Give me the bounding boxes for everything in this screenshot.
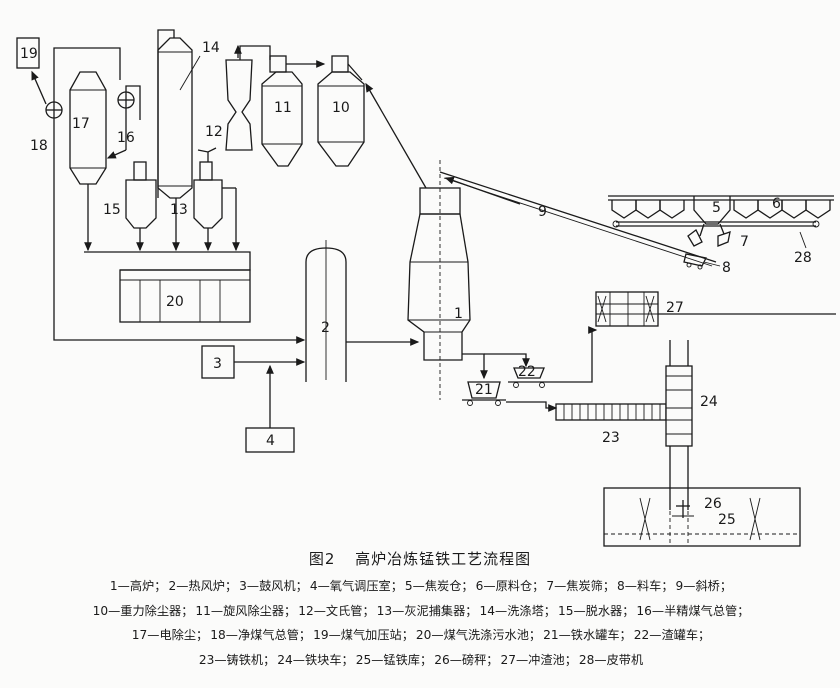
legend-item: 21—铁水罐车； <box>543 628 632 642</box>
coke-bin: 5 <box>693 196 731 225</box>
legend-item: 9—斜桥； <box>675 579 733 593</box>
legend: 1—高炉；2—热风炉；3—鼓风机；4—氧气调压室；5—焦炭仓；6—原料仓；7—焦… <box>6 574 836 672</box>
label-7: 7 <box>740 234 749 250</box>
label-23: 23 <box>602 430 620 446</box>
raw-material-bins: 6 <box>608 195 834 219</box>
gas-booster-station: 19 <box>16 37 40 69</box>
label-26: 26 <box>704 496 722 512</box>
pig-iron-car: 24 <box>665 340 718 510</box>
oxygen-regulating-room: 4 <box>245 427 295 453</box>
coke-screen: 7 <box>687 229 749 250</box>
label-4: 4 <box>266 433 275 449</box>
legend-item: 25—锰铁库； <box>355 652 433 667</box>
legend-item: 20—煤气洗涤污水池； <box>415 628 542 642</box>
label-14: 14 <box>202 40 220 56</box>
legend-item: 28—皮带机 <box>578 652 644 667</box>
label-6: 6 <box>772 196 781 212</box>
legend-item: 27—冲渣池； <box>500 652 577 667</box>
label-13: 13 <box>170 202 188 218</box>
label-12: 12 <box>205 124 223 140</box>
label-27: 27 <box>666 300 684 316</box>
legend-item: 19—煤气加压站； <box>313 628 414 642</box>
hot-metal-ladle-car: 21 <box>462 381 506 406</box>
inclined-bridge: 9 <box>439 171 717 267</box>
label-24: 24 <box>700 394 718 410</box>
slag-granulation-pool: 27 <box>595 291 836 327</box>
legend-item: 24—铁块车； <box>277 652 354 667</box>
legend-item: 11—旋风除尘器； <box>195 603 297 618</box>
label-3: 3 <box>213 356 222 372</box>
legend-item: 22—渣罐车； <box>633 628 711 642</box>
slag-pot-car: 22 <box>508 364 550 388</box>
legend-item: 26—磅秤； <box>434 652 499 667</box>
legend-line: 23—铸铁机；24—铁块车；25—锰铁库；26—磅秤；27—冲渣池；28—皮带机 <box>6 648 836 673</box>
legend-item: 17—电除尘； <box>131 628 209 642</box>
venturi-tube: 12 <box>205 59 253 151</box>
sludge-catcher: 13 <box>170 161 223 229</box>
label-5: 5 <box>712 200 721 216</box>
legend-item: 4—氧气调压室； <box>309 579 403 593</box>
legend-item: 15—脱水器； <box>557 603 635 618</box>
legend-item: 16—半精煤气总管； <box>636 603 750 618</box>
cyclone-dust-collector: 11 <box>261 55 303 167</box>
figure-number: 图2 <box>308 550 336 568</box>
pig-casting-machine: 23 <box>555 403 667 446</box>
figure-title: 高炉冶炼锰铁工艺流程图 <box>355 550 532 568</box>
legend-item: 12—文氏管； <box>298 603 375 618</box>
legend-line: 17—电除尘；18—净煤气总管；19—煤气加压站；20—煤气洗涤污水池；21—铁… <box>6 623 836 648</box>
label-28: 28 <box>794 250 812 266</box>
wastewater-pool: 20 <box>119 269 251 323</box>
legend-item: 1—高炉； <box>109 579 167 593</box>
legend-item: 8—料车； <box>617 579 674 593</box>
legend-item: 23—铸铁机； <box>198 652 276 667</box>
legend-item: 3—鼓风机； <box>239 579 308 593</box>
legend-line: 10—重力除尘器；11—旋风除尘器；12—文氏管；13—灰泥捕集器；14—洗涤塔… <box>6 599 836 624</box>
label-1: 1 <box>454 306 463 322</box>
label-10: 10 <box>332 100 350 116</box>
legend-line: 1—高炉；2—热风炉；3—鼓风机；4—氧气调压室；5—焦炭仓；6—原料仓；7—焦… <box>6 574 836 599</box>
legend-item: 6—原料仓； <box>475 579 545 593</box>
label-15: 15 <box>103 202 121 218</box>
gravity-dust-collector: 10 <box>317 55 365 167</box>
ferromanganese-warehouse: 25 <box>603 487 801 547</box>
label-17: 17 <box>72 116 90 132</box>
legend-item: 5—焦炭仓； <box>404 579 474 593</box>
scrubber-tower: 14 <box>157 37 220 199</box>
clean-gas-main: 18 <box>30 101 63 154</box>
label-19: 19 <box>20 46 38 62</box>
figure-caption: 图2 高炉冶炼锰铁工艺流程图 <box>0 548 840 569</box>
blower: 3 <box>201 345 235 379</box>
legend-item: 10—重力除尘器； <box>92 603 194 618</box>
blast-furnace: 1 <box>407 160 471 400</box>
label-21: 21 <box>475 382 493 398</box>
legend-item: 14—洗涤塔； <box>479 603 556 618</box>
skip-car: 8 <box>683 253 731 276</box>
weighing-scale: 26 <box>672 496 722 518</box>
label-8: 8 <box>722 260 731 276</box>
label-11: 11 <box>274 100 292 116</box>
legend-item: 7—焦炭筛； <box>546 579 616 593</box>
label-22: 22 <box>518 364 536 380</box>
process-flow-diagram: 19 18 17 16 15 14 <box>16 29 836 547</box>
dehydrator: 15 <box>103 161 157 229</box>
label-20: 20 <box>166 294 184 310</box>
label-18: 18 <box>30 138 48 154</box>
electrostatic-precipitator: 17 <box>69 71 107 185</box>
legend-item: 13—灰泥捕集器； <box>376 603 478 618</box>
label-9: 9 <box>538 204 547 220</box>
label-2: 2 <box>321 320 330 336</box>
legend-item: 18—净煤气总管； <box>210 628 312 642</box>
legend-item: 2—热风炉； <box>168 579 238 593</box>
label-25: 25 <box>718 512 736 528</box>
belt-conveyor: 28 <box>612 220 820 266</box>
hot-blast-stove: 2 <box>305 240 347 382</box>
